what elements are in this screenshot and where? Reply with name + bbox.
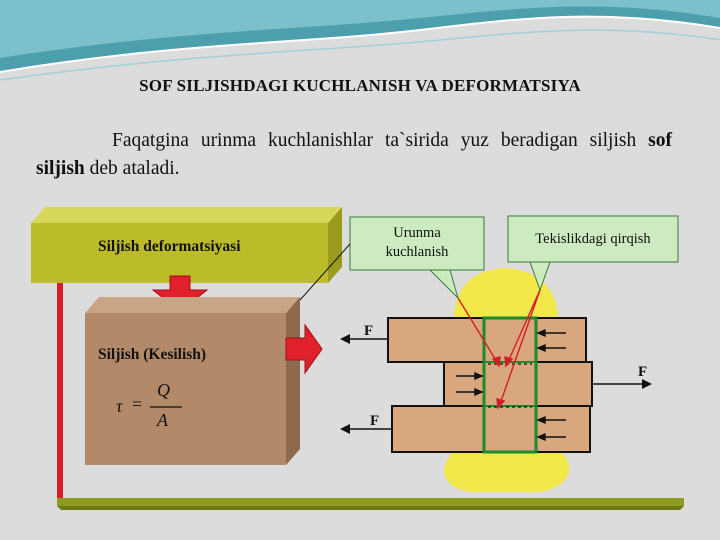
- top-box-label: Siljish deformatsiyasi: [98, 238, 241, 255]
- formula-equals: =: [132, 394, 143, 414]
- bottom-box-front-face: [85, 313, 286, 465]
- slide-title: SOF SILJISHDAGI KUCHLANISH VA DEFORMATSI…: [139, 76, 581, 95]
- callout-left-line1: Urunma: [393, 225, 441, 241]
- formula-denominator: A: [157, 410, 168, 430]
- intro-text-1: Faqatgina urinma kuchlanishlar ta`sirida…: [112, 130, 649, 151]
- stress-pointer-lines: [457, 289, 541, 410]
- callout-right-box: [507, 215, 679, 263]
- formula-numerator: Q: [157, 380, 170, 400]
- bottom-box-side-face: [286, 297, 300, 465]
- top-box-pointer-line: [299, 243, 351, 301]
- callout-right-text: Tekislikdagi qirqish: [535, 231, 651, 247]
- upper-plate: [387, 317, 587, 363]
- rivet-shaft: [482, 316, 538, 454]
- top-box-front-face: [31, 223, 328, 283]
- top-box-top-face: [31, 207, 342, 223]
- inner-pressure-arrows: [456, 328, 566, 442]
- callout-left-line2: kuchlanish: [385, 244, 449, 260]
- bottom-box-label: Siljish (Kesilish): [98, 346, 207, 363]
- formula-lhs: τ: [116, 396, 123, 416]
- shear-plane-dashes: [488, 363, 532, 408]
- intro-term-bold: sof siljish: [36, 130, 672, 179]
- right-arrow: [285, 323, 323, 375]
- header-wave-decoration: [0, 0, 720, 81]
- intro-text-2: deb ataladi.: [84, 158, 180, 179]
- left-support-bar: [57, 275, 63, 505]
- lower-plate: [391, 405, 591, 453]
- force-label-top-left: F: [364, 323, 374, 339]
- force-arrow-left-top: [340, 334, 350, 344]
- callout-left-box: [349, 216, 485, 271]
- callout-left-text: Urunma kuchlanish: [350, 224, 484, 262]
- force-label-bottom-left: F: [370, 413, 380, 429]
- force-arrow-right: [642, 379, 652, 389]
- intro-paragraph: Faqatgina urinma kuchlanishlar ta`sirida…: [36, 127, 672, 183]
- force-label-right: F: [638, 364, 648, 380]
- middle-plate: [443, 361, 593, 407]
- ground-bar: [57, 498, 684, 506]
- force-arrow-left-bottom: [340, 424, 350, 434]
- bottom-box-top-face: [85, 297, 300, 313]
